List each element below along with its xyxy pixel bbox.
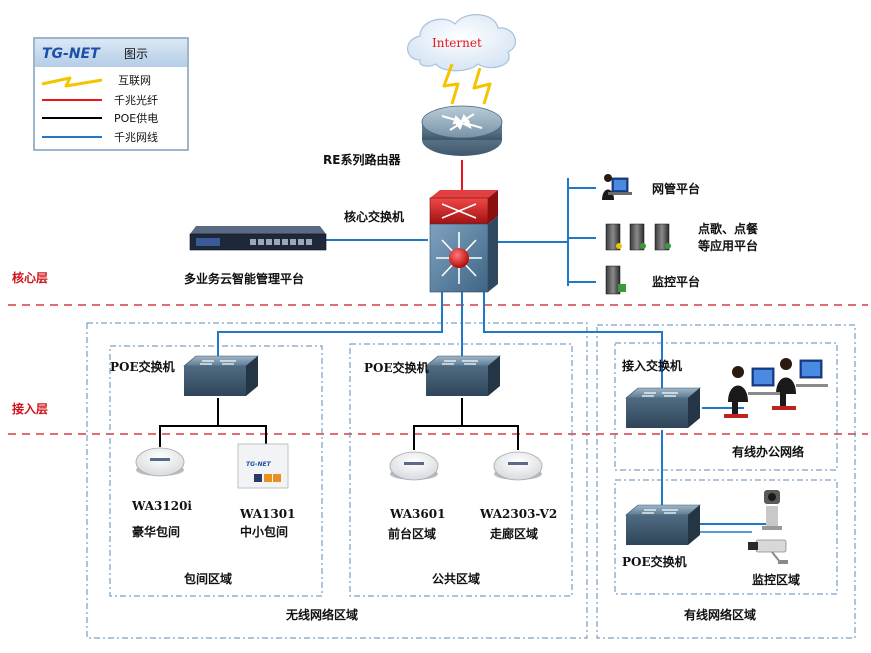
private-room-box [109, 345, 323, 597]
core-switch-icon [429, 190, 498, 293]
ap-wa1301-area: 中小包间 [240, 524, 288, 539]
legend-item-fiber: 千兆光纤 [114, 93, 158, 107]
nms-platform-label: 网管平台 [652, 181, 700, 196]
ap-wa1301-model: WA1301 [239, 507, 295, 521]
poe-switch-1-label: POE交换机 [110, 359, 175, 374]
wired-poe-switch-label: POE交换机 [622, 554, 687, 569]
internet-bolt-icon [442, 63, 460, 105]
office-box [614, 342, 838, 471]
ap-wa3601-area: 前台区域 [388, 526, 436, 541]
core-layer-label: 核心层 [12, 270, 48, 285]
cloud-platform-label: 多业务云智能管理平台 [184, 271, 304, 286]
monitor-area-label: 监控区域 [752, 572, 800, 587]
wireless-region-label: 无线网络区域 [285, 607, 358, 622]
access-switch-label: 接入交换机 [622, 358, 682, 373]
legend: TG-NET 图示 互联网 千兆光纤 POE供电 千兆网线 [33, 37, 189, 151]
public-area-label: 公共区域 [432, 571, 480, 586]
ap-wa2303-icon [493, 451, 543, 481]
vod-servers-icon [605, 223, 671, 251]
core-switch-label: 核心交换机 [344, 209, 404, 224]
ap-wa3120i-area: 豪华包间 [132, 524, 180, 539]
wireless-region-box [86, 322, 588, 639]
legend-item-ethernet: 千兆网线 [114, 130, 158, 144]
ap-wa3120i-icon [135, 447, 185, 477]
wired-poe-switch-icon [625, 504, 701, 545]
cloud-platform-device-icon [189, 226, 327, 251]
ap-wa2303-area: 走廊区域 [490, 526, 538, 541]
router-label: RE系列路由器 [323, 152, 401, 167]
poe-switch-2-label: POE交换机 [364, 360, 429, 375]
wired-region-box [596, 324, 856, 639]
monitor-platform-label: 监控平台 [652, 274, 700, 289]
ap-wa3601-model: WA3601 [389, 507, 445, 521]
office-users-icon [724, 358, 828, 418]
legend-item-poe: POE供电 [114, 111, 158, 125]
legend-title: 图示 [124, 47, 148, 61]
ap-wa1301-icon: TG-NET [237, 443, 289, 489]
vod-platform-label-1: 点歌、点餐 [698, 221, 759, 236]
router-icon [421, 105, 503, 156]
private-room-area-label: 包间区域 [183, 571, 232, 586]
access-layer-label: 接入层 [12, 401, 48, 416]
monitor-server-icon [605, 265, 626, 295]
legend-brand: TG-NET [42, 46, 101, 62]
internet-bolt-icon-2 [472, 67, 492, 105]
internet-cloud: Internet [407, 14, 517, 72]
ap-wa1301-brand: TG-NET [246, 461, 272, 468]
poe-switch-2-icon [425, 355, 501, 396]
ap-wa3601-icon [389, 451, 439, 481]
bullet-camera-icon [748, 539, 788, 564]
legend-item-internet: 互联网 [118, 74, 151, 87]
ap-wa2303-model: WA2303-V2 [479, 507, 557, 521]
legend-internet-bolt [41, 76, 103, 88]
office-network-label: 有线办公网络 [732, 444, 804, 459]
nms-workstation-icon [602, 174, 632, 200]
public-area-box [349, 343, 573, 597]
internet-label: Internet [432, 36, 482, 50]
security-camera-icon [762, 490, 782, 530]
ap-wa3120i-model: WA3120i [131, 499, 192, 513]
wired-region-label: 有线网络区域 [684, 607, 756, 622]
poe-switch-1-icon [183, 355, 259, 396]
vod-platform-label-2: 等应用平台 [697, 238, 758, 253]
access-switch-icon [625, 387, 701, 428]
